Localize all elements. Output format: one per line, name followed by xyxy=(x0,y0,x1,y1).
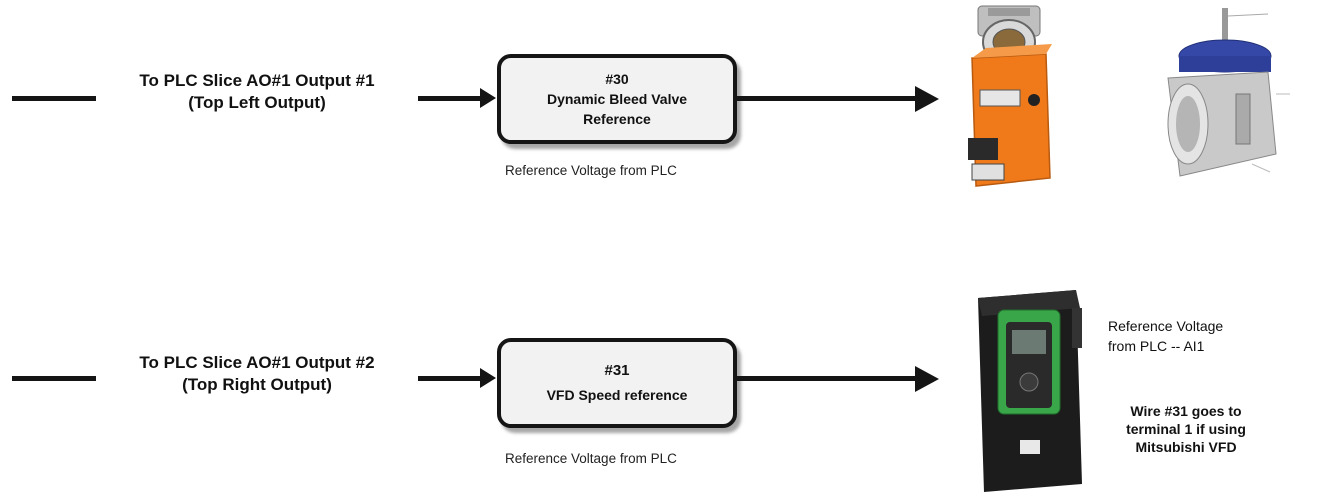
wire-to-device-2 xyxy=(737,376,917,381)
input-wire-1 xyxy=(12,96,96,101)
box-31-line1: VFD Speed reference xyxy=(547,385,688,405)
output-label-2-line1: To PLC Slice AO#1 Output #2 xyxy=(92,352,422,374)
wire-to-box-2 xyxy=(418,376,482,381)
output-label-2: To PLC Slice AO#1 Output #2 (Top Right O… xyxy=(92,352,422,396)
input-wire-2 xyxy=(12,376,96,381)
caption-2: Reference Voltage from PLC xyxy=(505,451,677,466)
output-label-1: To PLC Slice AO#1 Output #1 (Top Left Ou… xyxy=(92,70,422,114)
box-30-number: #30 xyxy=(605,69,628,89)
wire-to-box-1 xyxy=(418,96,482,101)
output-label-2-line2: (Top Right Output) xyxy=(92,374,422,396)
wire-31-note-line1: Wire #31 goes to xyxy=(1096,402,1276,420)
arrowhead-to-box-2 xyxy=(480,368,496,388)
wire-31-note-line3: Mitsubishi VFD xyxy=(1096,438,1276,456)
output-label-1-line2: (Top Left Output) xyxy=(92,92,422,114)
reference-box-30: #30 Dynamic Bleed Valve Reference xyxy=(497,54,737,144)
box-31-number: #31 xyxy=(604,361,629,381)
ball-valve-icon xyxy=(1140,4,1310,194)
reference-voltage-note-line1: Reference Voltage xyxy=(1108,316,1223,336)
output-label-1-line1: To PLC Slice AO#1 Output #1 xyxy=(92,70,422,92)
vfd-drive-icon xyxy=(968,288,1090,494)
arrowhead-to-box-1 xyxy=(480,88,496,108)
wire-to-device-1 xyxy=(737,96,917,101)
wire-31-note: Wire #31 goes to terminal 1 if using Mit… xyxy=(1096,402,1276,456)
arrowhead-to-device-2 xyxy=(915,366,939,392)
box-30-line2: Reference xyxy=(583,109,651,129)
reference-box-31: #31 VFD Speed reference xyxy=(497,338,737,428)
reference-voltage-note: Reference Voltage from PLC -- AI1 xyxy=(1108,316,1223,356)
box-30-line1: Dynamic Bleed Valve xyxy=(547,89,687,109)
wire-31-note-line2: terminal 1 if using xyxy=(1096,420,1276,438)
reference-voltage-note-line2: from PLC -- AI1 xyxy=(1108,336,1223,356)
arrowhead-to-device-1 xyxy=(915,86,939,112)
caption-1: Reference Voltage from PLC xyxy=(505,163,677,178)
valve-actuator-icon xyxy=(958,0,1058,192)
